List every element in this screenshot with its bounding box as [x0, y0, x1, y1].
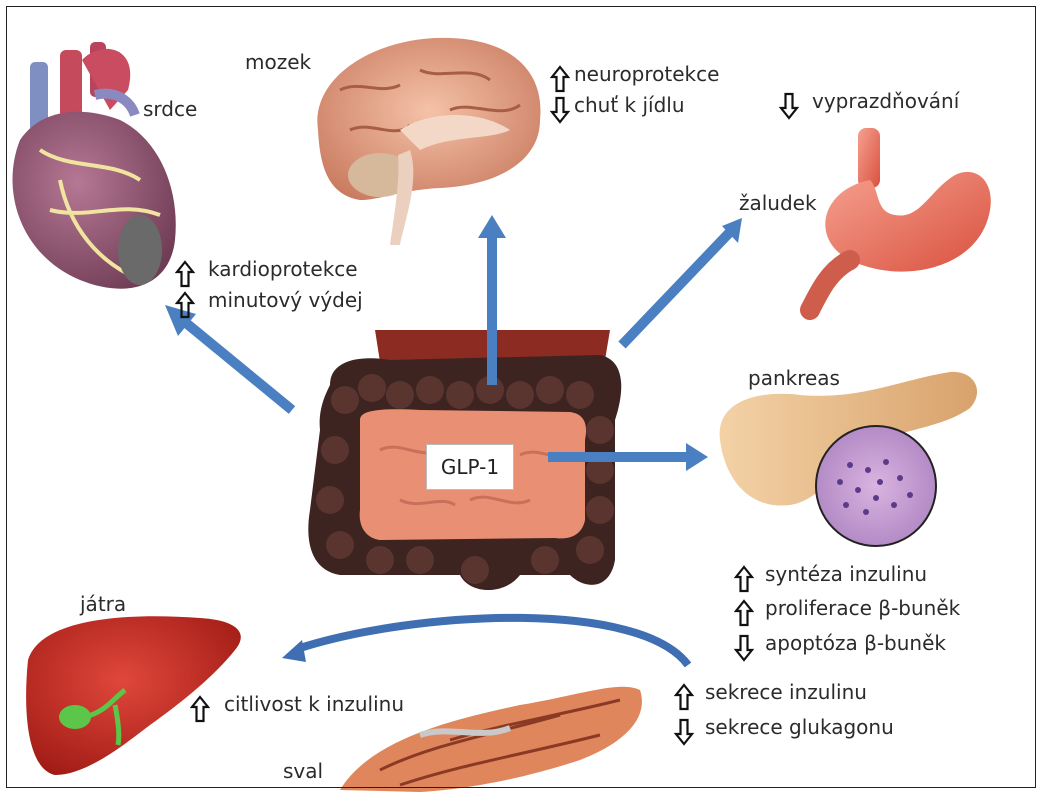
down-arrow-icon: [778, 92, 800, 120]
pancreas-effect-5: sekrece glukagonu: [705, 715, 894, 739]
pancreas-effect-3: apoptóza β-buněk: [765, 631, 946, 655]
down-arrow-icon: [549, 96, 571, 124]
stomach-effect-1: vyprazdňování: [812, 89, 960, 113]
up-arrow-icon: [733, 565, 755, 593]
up-arrow-icon: [174, 260, 196, 288]
pancreas-effect-1: syntéza inzulinu: [765, 562, 928, 586]
muscle-illustration: [340, 686, 642, 792]
down-arrow-icon: [673, 718, 695, 746]
pancreas-label: pankreas: [748, 366, 840, 390]
brain-label: mozek: [245, 50, 312, 74]
figure-frame: [6, 6, 1036, 788]
liver-label: játra: [80, 592, 127, 616]
arrow-to-stomach: [618, 218, 742, 349]
liver-effect-1: citlivost k inzulinu: [224, 692, 405, 716]
heart-label: srdce: [143, 97, 198, 121]
muscle-label: sval: [283, 759, 324, 783]
up-arrow-icon: [549, 65, 571, 93]
heart-effect-2: minutový výdej: [208, 288, 363, 312]
brain-effect-2: chuť k jídlu: [574, 93, 685, 117]
stomach-illustration: [800, 128, 991, 320]
arrow-pancreas-to-liver: [282, 613, 692, 668]
stomach-label: žaludek: [739, 191, 817, 215]
pancreas-effect-2: proliferace β-buněk: [765, 596, 961, 620]
up-arrow-icon: [174, 291, 196, 319]
pancreas-illustration: [719, 371, 978, 547]
up-arrow-icon: [673, 683, 695, 711]
heart-illustration: [12, 42, 176, 289]
glp1-label: GLP-1: [426, 444, 514, 490]
down-arrow-icon: [733, 634, 755, 662]
brain-effect-1: neuroprotekce: [574, 62, 720, 86]
up-arrow-icon: [733, 599, 755, 627]
brain-illustration: [317, 37, 541, 245]
pancreas-effect-4: sekrece inzulinu: [705, 680, 867, 704]
arrow-to-brain: [478, 215, 506, 385]
heart-effect-1: kardioprotekce: [208, 257, 358, 281]
arrow-to-pancreas: [548, 443, 708, 471]
liver-illustration: [26, 616, 241, 775]
up-arrow-icon: [189, 695, 211, 723]
